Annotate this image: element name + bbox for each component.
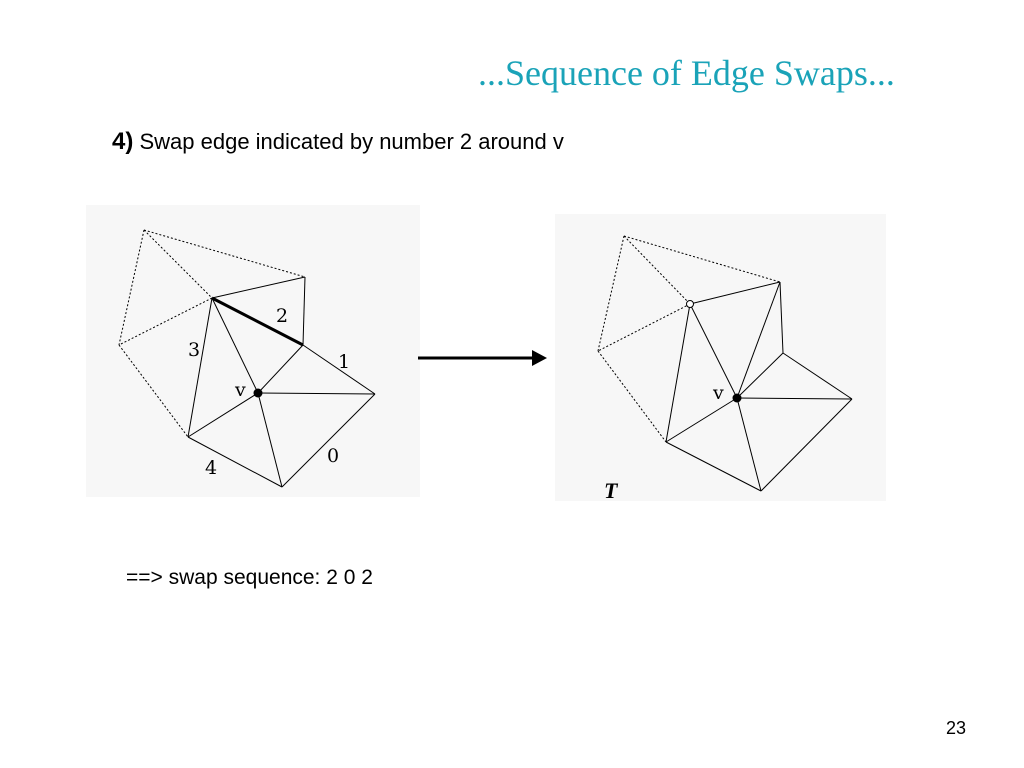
dotted-edge bbox=[118, 229, 145, 346]
edge-label-2: 2 bbox=[276, 305, 288, 327]
solid-edges bbox=[665, 281, 853, 492]
solid-edge bbox=[302, 344, 376, 395]
solid-edge bbox=[665, 303, 691, 443]
solid-edge bbox=[736, 281, 781, 399]
vertex-v bbox=[732, 393, 742, 403]
dotted-edge bbox=[597, 235, 625, 352]
vertex-label-v: v bbox=[234, 379, 246, 401]
edge-label-1: 1 bbox=[338, 351, 350, 373]
step-number: 4) bbox=[112, 128, 134, 155]
page-number: 23 bbox=[946, 718, 967, 738]
diagram-after: v bbox=[555, 214, 886, 501]
dotted-edges bbox=[118, 229, 306, 438]
highlighted-edge-2 bbox=[211, 296, 304, 347]
step-description: 4) Swap edge indicated by number 2 aroun… bbox=[112, 128, 564, 156]
step-text: Swap edge indicated by number 2 around v bbox=[139, 129, 564, 154]
swap-sequence-summary: ==> swap sequence: 2 0 2 bbox=[126, 566, 373, 589]
dotted-edges bbox=[597, 235, 781, 443]
open-vertex bbox=[686, 300, 694, 308]
dotted-edge bbox=[143, 229, 213, 299]
dotted-edge bbox=[597, 350, 667, 443]
solid-edge bbox=[665, 441, 762, 492]
slide-title: ...Sequence of Edge Swaps... bbox=[478, 53, 895, 93]
solid-edge bbox=[211, 297, 259, 394]
solid-edge bbox=[211, 276, 306, 299]
edge-label-0: 0 bbox=[327, 445, 339, 467]
diagram-before: v 0 1 2 3 4 bbox=[86, 205, 420, 497]
dotted-edge bbox=[118, 344, 189, 438]
edge-label-4: 4 bbox=[205, 457, 217, 479]
solid-edge bbox=[665, 397, 738, 443]
solid-edge bbox=[257, 344, 304, 394]
triangulation-label: T bbox=[604, 478, 618, 503]
solid-edge bbox=[689, 303, 738, 399]
dotted-edge bbox=[623, 235, 691, 305]
transform-arrow bbox=[418, 350, 547, 366]
solid-edge bbox=[302, 276, 306, 346]
solid-edge bbox=[736, 397, 762, 492]
solid-edge bbox=[760, 398, 853, 492]
mesh-before: v 0 1 2 3 4 bbox=[118, 229, 376, 488]
solid-edge bbox=[257, 392, 376, 395]
dotted-edge bbox=[597, 303, 691, 352]
solid-edge bbox=[187, 436, 283, 488]
solid-edge bbox=[736, 352, 784, 399]
solid-edge bbox=[281, 393, 376, 488]
vertex-v bbox=[253, 388, 263, 398]
edge-label-3: 3 bbox=[188, 339, 200, 361]
solid-edge bbox=[689, 281, 781, 305]
solid-edges bbox=[187, 276, 376, 488]
solid-edge bbox=[187, 297, 213, 438]
dotted-edge bbox=[623, 235, 781, 283]
solid-edge bbox=[257, 392, 283, 488]
solid-edge bbox=[779, 281, 784, 354]
solid-edge bbox=[187, 392, 259, 438]
vertex-label-v: v bbox=[712, 382, 724, 404]
mesh-after: v bbox=[597, 235, 853, 492]
dotted-edge bbox=[118, 297, 213, 346]
solid-edge bbox=[736, 397, 853, 400]
solid-edge bbox=[782, 352, 853, 400]
